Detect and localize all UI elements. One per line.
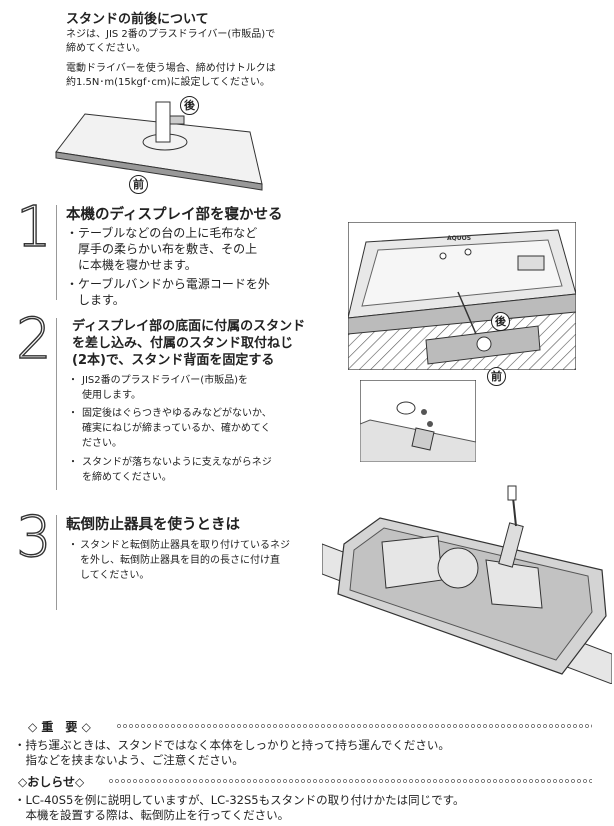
bullet-mark: ・ [66, 277, 79, 291]
heading-rule [108, 778, 592, 784]
brand-logo: AQUOS [447, 235, 472, 242]
rear-mark-icon: 後 [491, 312, 510, 331]
step3-bullet-line: スタンドと転倒防止器具を取り付けているネジ [80, 540, 290, 551]
notice-line: ・LC-40S5を例に説明していますが、LC-32S5もスタンドの取り付けかたは… [14, 793, 465, 807]
step2-title-line: ディスプレイ部の底面に付属のスタンド [72, 319, 306, 334]
bullet-mark: ・ [68, 408, 78, 419]
stand-text-line: ネジは、JIS 2番のプラスドライバー(市販品)で [66, 29, 276, 40]
step1-bullet-line: 厚手の柔らかい布を敷き、その上 [78, 242, 258, 256]
bullet-mark: ・ [68, 457, 78, 468]
step1-bullet-line: します。 [78, 293, 125, 307]
step2-bullet-line: を締めてください。 [82, 472, 172, 483]
stand-illustration [55, 101, 263, 191]
step2-bullet-line: 使用します。 [82, 390, 141, 401]
step2-bullet-line: 固定後はぐらつきやゆるみなどがないか、 [82, 408, 272, 419]
step-divider [56, 515, 57, 610]
step-number-2: 2 [15, 307, 52, 372]
stand-text-line: 約1.5N･m(15kgf･cm)に設定してください。 [66, 77, 270, 88]
step-divider [56, 318, 57, 490]
front-mark-icon: 前 [129, 175, 148, 194]
step1-title: 本機のディスプレイ部を寝かせる [66, 207, 283, 223]
stand-text-line: 締めてください。 [66, 43, 146, 54]
step2-title-line: (2本)で、スタンド背面を固定する [72, 353, 275, 368]
step1-bullet-line: に本機を寝かせます。 [78, 258, 197, 272]
step3-bullet-line: を外し、転倒防止器具を目的の長さに付け直 [80, 555, 280, 566]
step2-bullet-line: スタンドが落ちないように支えながらネジ [82, 457, 272, 468]
bullet-mark: ・ [68, 375, 78, 386]
step1-bullet-line: テーブルなどの台の上に毛布など [78, 226, 258, 240]
step2-title-line: を差し込み、付属のスタンド取付ねじ [72, 336, 294, 351]
step2-bullet-line: ださい。 [82, 438, 122, 449]
step-number-1: 1 [15, 195, 52, 260]
step2-bullet-line: 確実にねじが締まっているか、確かめてく [82, 423, 271, 434]
stand-orientation-title: スタンドの前後について [66, 12, 209, 27]
stand-text-line: 電動ドライバーを使う場合、締め付けトルクは [66, 63, 276, 74]
heading-rule [116, 723, 592, 729]
notice-heading: ◇おしらせ◇ [18, 775, 85, 789]
notice-line: 本機を設置する際は、転倒防止を行ってください。 [14, 808, 290, 822]
screw-detail-illustration [360, 380, 476, 462]
step3-title: 転倒防止器具を使うときは [66, 517, 240, 533]
important-heading: ◇ 重 要 ◇ [28, 720, 91, 734]
step3-bullet-line: してください。 [80, 570, 150, 581]
important-line: 指などを挟まないよう、ご注意ください。 [14, 753, 244, 767]
anti-tip-bracket-illustration [322, 485, 612, 684]
step-number-3: 3 [15, 505, 52, 570]
front-mark-icon: 前 [487, 367, 506, 386]
step2-bullet-line: JIS2番のプラスドライバー(市販品)を [82, 375, 249, 386]
step1-bullet-line: ケーブルバンドから電源コードを外 [78, 277, 270, 291]
important-line: ・持ち運ぶときは、スタンドではなく本体をしっかりと持って持ち運んでください。 [14, 738, 450, 752]
bullet-mark: ・ [66, 226, 79, 240]
tv-laid-down-illustration [348, 222, 576, 370]
step-divider [56, 205, 57, 300]
rear-mark-icon: 後 [180, 96, 199, 115]
bullet-mark: ・ [68, 540, 78, 551]
